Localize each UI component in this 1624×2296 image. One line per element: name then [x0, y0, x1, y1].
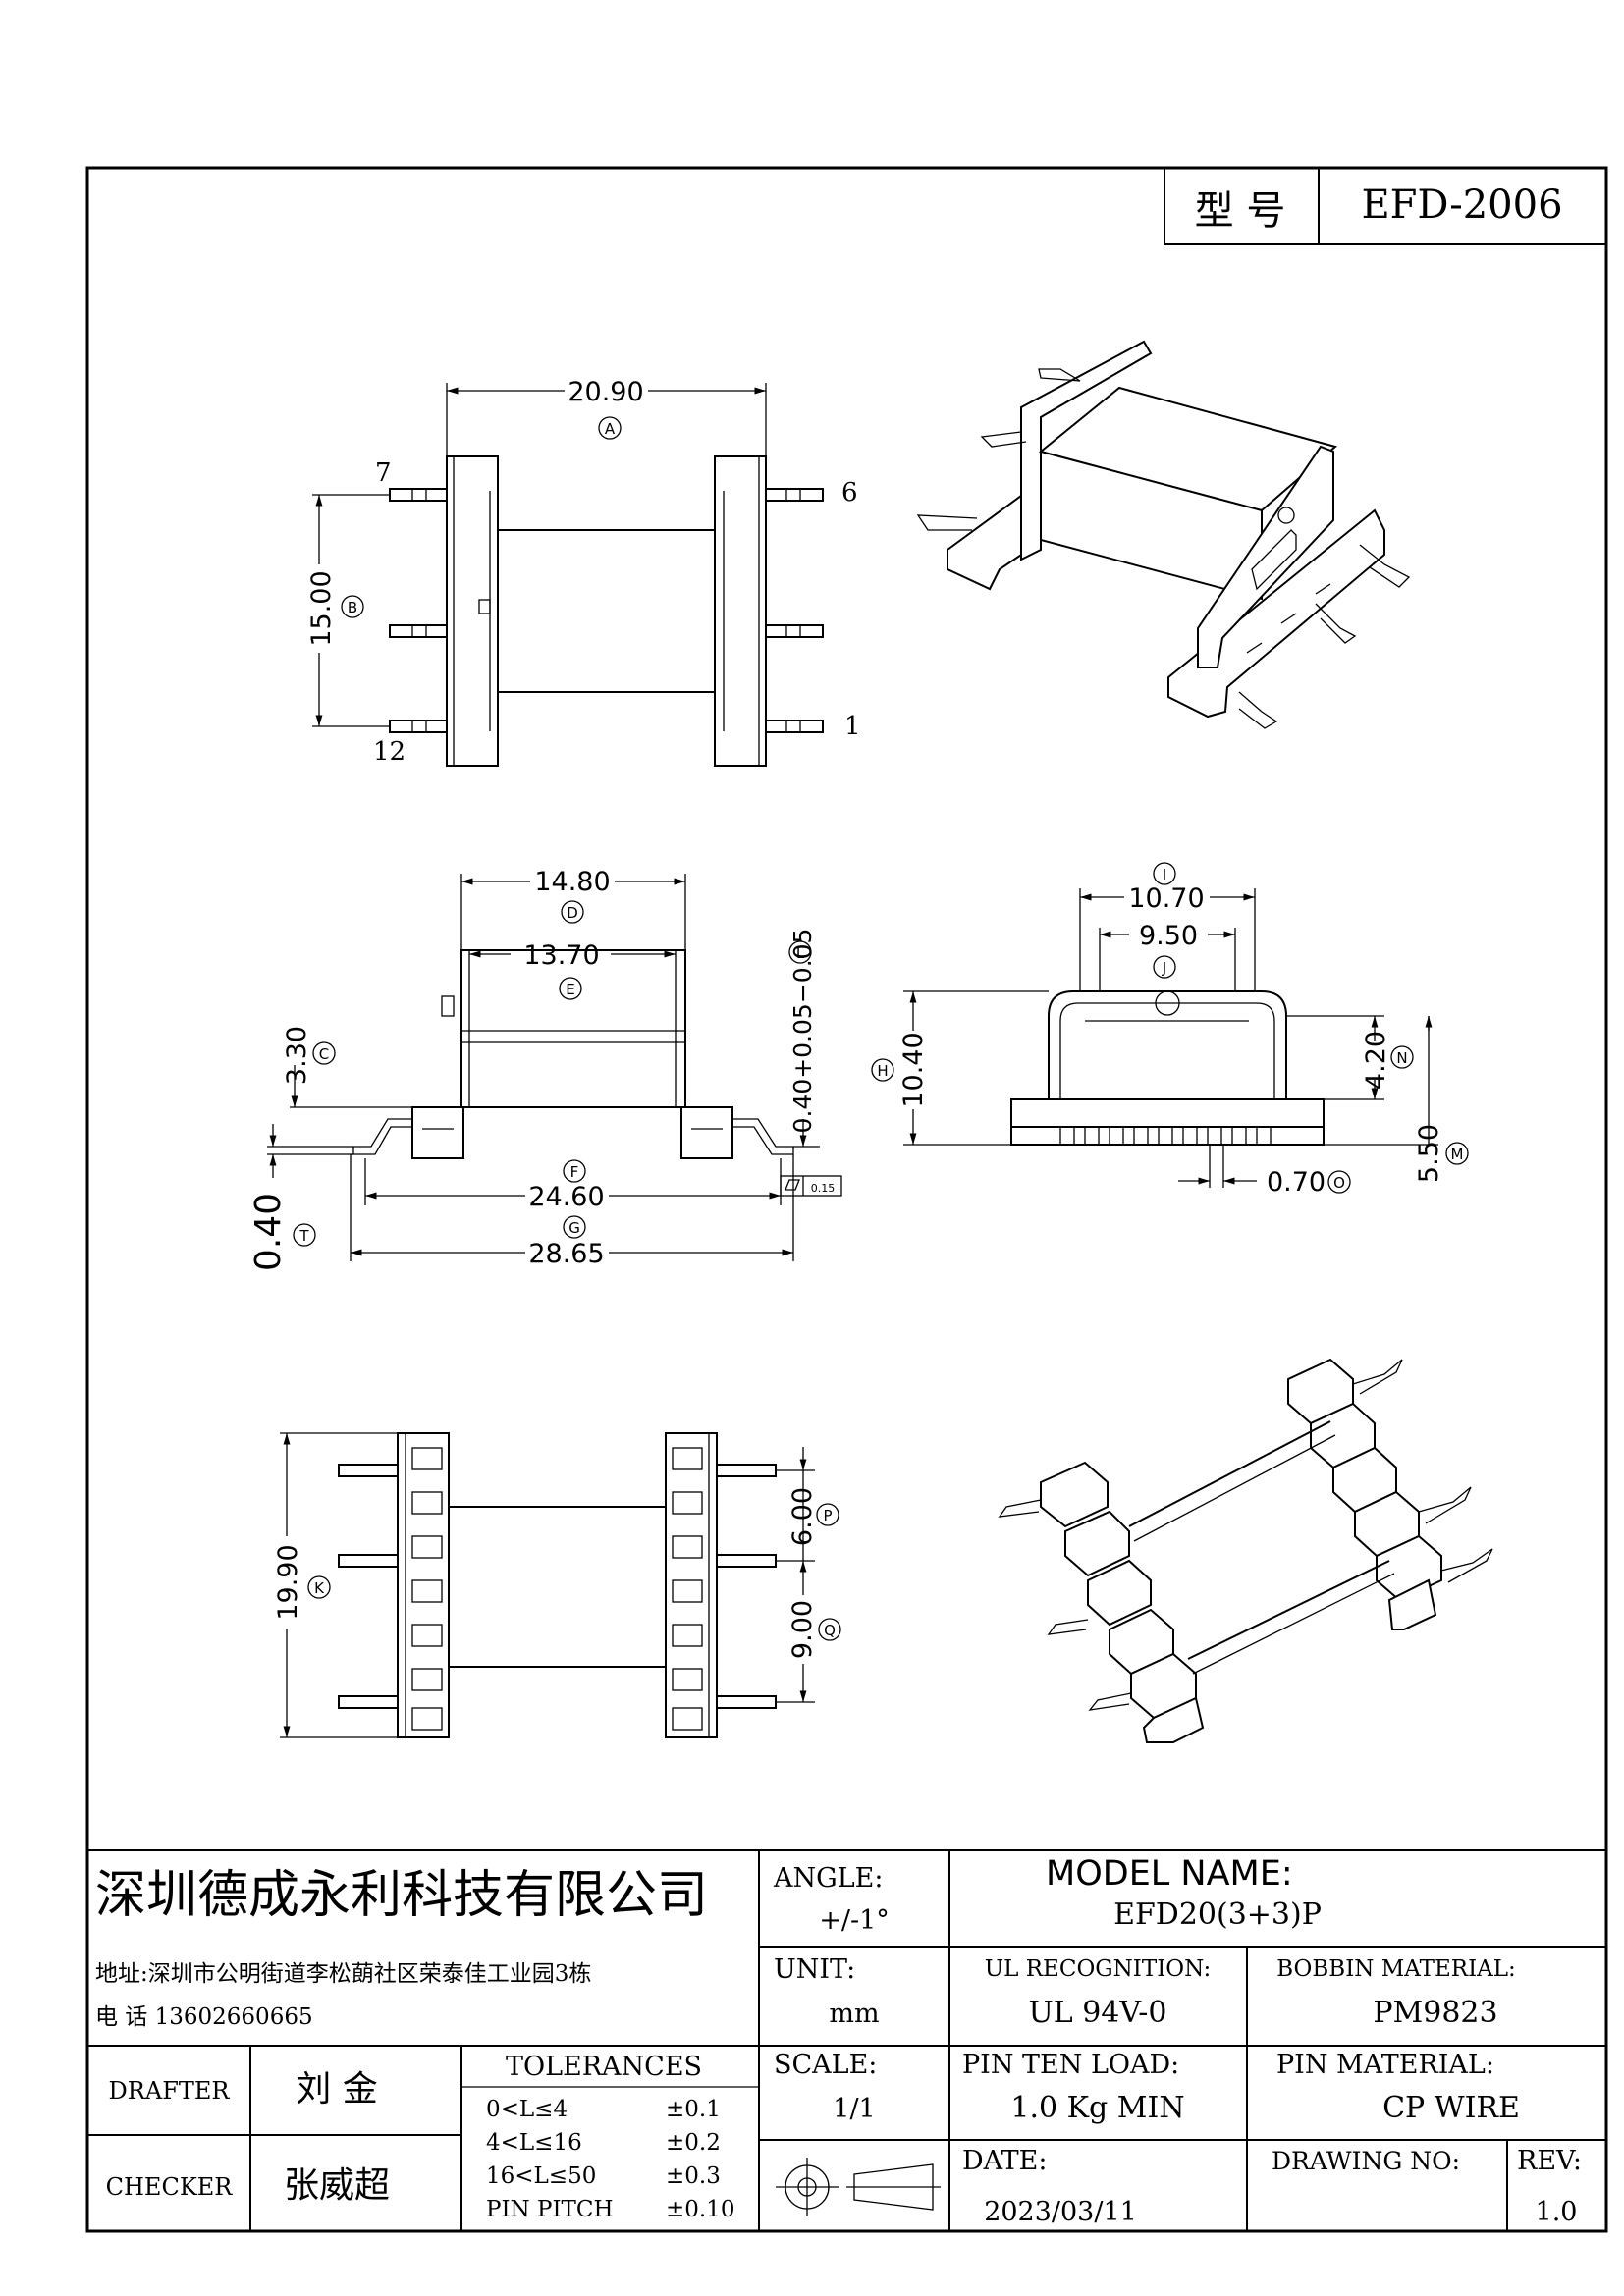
dim-c-tag: C	[319, 1045, 329, 1063]
drawing-no-label: DRAWING NO:	[1272, 2147, 1460, 2175]
rev-value: 1.0	[1536, 2197, 1578, 2227]
dim-c-value: 3.30	[282, 1026, 312, 1085]
dim-o-tag: O	[1333, 1174, 1345, 1192]
front-view: 14.80 D 13.70 E 3.30 C 0.40 T 0.40+0.05−…	[248, 867, 842, 1271]
tol-value-1: ±0.1	[666, 2097, 721, 2122]
dim-g-value: 28.65	[528, 1239, 604, 1269]
model-type-label: 型 号	[1195, 188, 1286, 234]
tolerances-title: TOLERANCES	[506, 2052, 702, 2082]
angle-label: ANGLE:	[773, 1863, 883, 1894]
dim-n-value: 4.20	[1361, 1031, 1391, 1090]
dim-t-tag: T	[298, 1227, 309, 1245]
rev-label: REV:	[1517, 2146, 1582, 2176]
scale-label: SCALE:	[774, 2050, 877, 2080]
dim-k-tag: K	[314, 1579, 325, 1597]
dim-a-tag: A	[605, 420, 616, 438]
dim-m-value: 5.50	[1414, 1124, 1444, 1183]
tol-range-4: PIN PITCH	[486, 2197, 614, 2222]
company-name: 深圳德成永利科技有限公司	[95, 1866, 708, 1925]
ul-recognition-label: UL RECOGNITION:	[985, 1956, 1211, 1982]
tol-value-4: ±0.10	[666, 2197, 734, 2222]
tol-value-3: ±0.3	[666, 2163, 721, 2189]
drafter-name: 刘 金	[296, 2069, 377, 2109]
pin-material-value: CP WIRE	[1382, 2091, 1520, 2125]
dim-j-tag: J	[1162, 959, 1166, 977]
ul-recognition-value: UL 94V-0	[1028, 1996, 1166, 2030]
side-view: 10.70 I 9.50 J 10.40 H 4.20 N 5.50 M	[871, 862, 1469, 1198]
date-value: 2023/03/11	[984, 2197, 1137, 2227]
bobbin-material-value: PM9823	[1373, 1996, 1497, 2030]
unit-value: mm	[829, 1999, 879, 2029]
angle-value: +/-1°	[819, 1905, 890, 1936]
dim-l-tag: L	[796, 944, 805, 962]
scale-value: 1/1	[833, 2094, 875, 2124]
dim-i-value: 10.70	[1128, 883, 1204, 914]
dim-b-value: 15.00	[306, 570, 337, 646]
dim-p-tag: P	[823, 1507, 832, 1524]
title-block: 深圳德成永利科技有限公司 地址:深圳市公明街道李松蓢社区荣泰佳工业园3栋 电 话…	[87, 1849, 1606, 2231]
bottom-view: 19.90 K 6.00 P 9.00 Q	[273, 1432, 841, 1738]
model-name-value: EFD20(3+3)P	[1113, 1897, 1322, 1932]
tol-range-3: 16<L≤50	[486, 2163, 596, 2189]
tol-range-1: 0<L≤4	[486, 2097, 568, 2122]
isometric-top-view	[916, 340, 1411, 729]
sheet-border	[85, 166, 1608, 2233]
tol-range-2: 4<L≤16	[486, 2130, 582, 2156]
model-name-label: MODEL NAME:	[1046, 1854, 1293, 1894]
dim-f-tag: F	[570, 1163, 579, 1181]
checker-label: CHECKER	[106, 2173, 234, 2201]
company-phone: 电 话 13602660665	[95, 2004, 313, 2030]
flatness-value: 0.15	[811, 1182, 836, 1195]
dim-h-tag: H	[877, 1062, 888, 1080]
model-type-box: 型 号 EFD-2006	[1164, 167, 1607, 245]
dim-e-value: 13.70	[523, 940, 599, 971]
dim-e-tag: E	[566, 981, 574, 998]
dim-j-value: 9.50	[1139, 921, 1198, 951]
pin-label-7: 7	[375, 458, 392, 488]
dim-q-value: 9.00	[787, 1600, 818, 1659]
dim-n-tag: N	[1396, 1049, 1407, 1067]
projection-symbol	[776, 2158, 941, 2216]
pin-ten-load-label: PIN TEN LOAD:	[962, 2050, 1179, 2080]
date-label: DATE:	[962, 2146, 1047, 2176]
checker-name: 张威超	[284, 2165, 390, 2206]
top-view: 20.90 A 15.00 B 7 6 12 1	[306, 377, 861, 767]
dim-t-value: 0.40	[248, 1193, 289, 1271]
pin-label-6: 6	[841, 478, 858, 507]
unit-label: UNIT:	[774, 1954, 855, 1985]
dim-b-tag: B	[348, 599, 357, 616]
dim-o-value: 0.70	[1267, 1167, 1326, 1198]
dim-q-tag: Q	[824, 1622, 836, 1639]
dim-g-tag: G	[568, 1219, 580, 1237]
dim-m-tag: M	[1451, 1146, 1464, 1163]
drafter-label: DRAFTER	[109, 2077, 231, 2105]
dim-p-value: 6.00	[787, 1487, 818, 1546]
dim-h-value: 10.40	[898, 1032, 929, 1107]
model-type-value: EFD-2006	[1361, 183, 1562, 228]
pin-label-1: 1	[844, 712, 861, 741]
isometric-bottom-view	[998, 1358, 1493, 1743]
dim-d-value: 14.80	[534, 867, 610, 897]
dim-a-value: 20.90	[568, 377, 643, 407]
dim-d-tag: D	[567, 904, 578, 922]
tol-value-2: ±0.2	[666, 2130, 721, 2156]
dim-f-value: 24.60	[528, 1182, 604, 1212]
dim-k-value: 19.90	[273, 1544, 303, 1620]
company-address: 地址:深圳市公明街道李松蓢社区荣泰佳工业园3栋	[95, 1961, 591, 1987]
pin-material-label: PIN MATERIAL:	[1276, 2050, 1494, 2080]
pin-label-12: 12	[373, 737, 406, 767]
dim-i-tag: I	[1163, 866, 1166, 883]
pin-ten-load-value: 1.0 Kg MIN	[1010, 2091, 1184, 2125]
bobbin-material-label: BOBBIN MATERIAL:	[1276, 1956, 1516, 1982]
